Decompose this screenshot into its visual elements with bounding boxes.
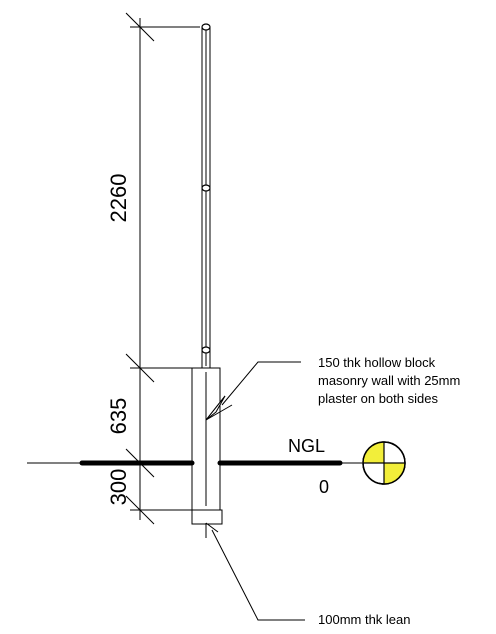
wall-callout-line2: masonry wall with 25mm xyxy=(318,373,460,388)
wall-callout-arrow-edge xyxy=(205,395,226,421)
lean-callout-leader xyxy=(211,529,305,621)
wall-callout-arrow-edge-2 xyxy=(205,404,233,421)
dimension-tick-coping xyxy=(125,353,155,383)
dimension-635: 635 xyxy=(106,398,131,435)
wall-callout-leader xyxy=(221,361,301,406)
railing-joint-middle xyxy=(201,184,211,192)
dimension-tick-top xyxy=(125,12,155,42)
dimension-300: 300 xyxy=(106,469,131,506)
lean-callout-arrow-edge-2 xyxy=(205,522,219,533)
level-value: 0 xyxy=(319,477,329,497)
dimension-2260: 2260 xyxy=(106,174,131,223)
dimension-tick-footing xyxy=(125,495,155,525)
wall-callout-line3: plaster on both sides xyxy=(318,391,438,406)
wall-callout-line1: 150 thk hollow block xyxy=(318,355,436,370)
lean-callout-text: 100mm thk lean xyxy=(318,612,411,627)
level-marker-icon xyxy=(362,441,406,485)
railing-cap-top xyxy=(201,23,211,31)
railing-joint-bottom xyxy=(201,346,211,354)
lean-concrete xyxy=(191,509,223,525)
ngl-label: NGL xyxy=(288,436,325,456)
